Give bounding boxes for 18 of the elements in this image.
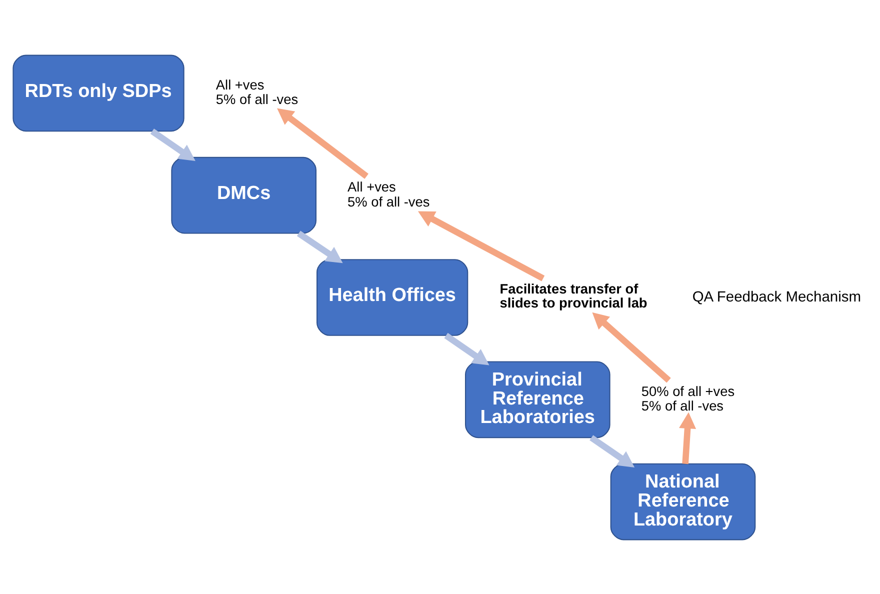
node-box: National Reference Laboratory [610, 462, 756, 540]
arrow [150, 128, 195, 160]
node-box: RDTs only SDPs [12, 54, 184, 132]
node-text: Facilitates transfer of slides to provincial lab [499, 281, 647, 310]
node-text: All +ves 5% of all -ves [347, 179, 430, 209]
arrow [276, 108, 368, 178]
arrow [678, 412, 696, 464]
node-box: Health Offices [316, 258, 468, 336]
arrow [592, 312, 670, 382]
node-text: All +ves 5% of all -ves [215, 76, 298, 107]
arrow [589, 434, 634, 467]
label: QA Feedback Mechanism [692, 288, 861, 305]
arrow [444, 332, 489, 365]
node-text: 50% of all +ves 5% of all -ves [640, 383, 734, 414]
node-box: DMCs [170, 156, 316, 234]
arrow [296, 230, 342, 263]
arrow [417, 210, 544, 281]
node-box: Provincial Reference Laboratories [464, 360, 610, 438]
